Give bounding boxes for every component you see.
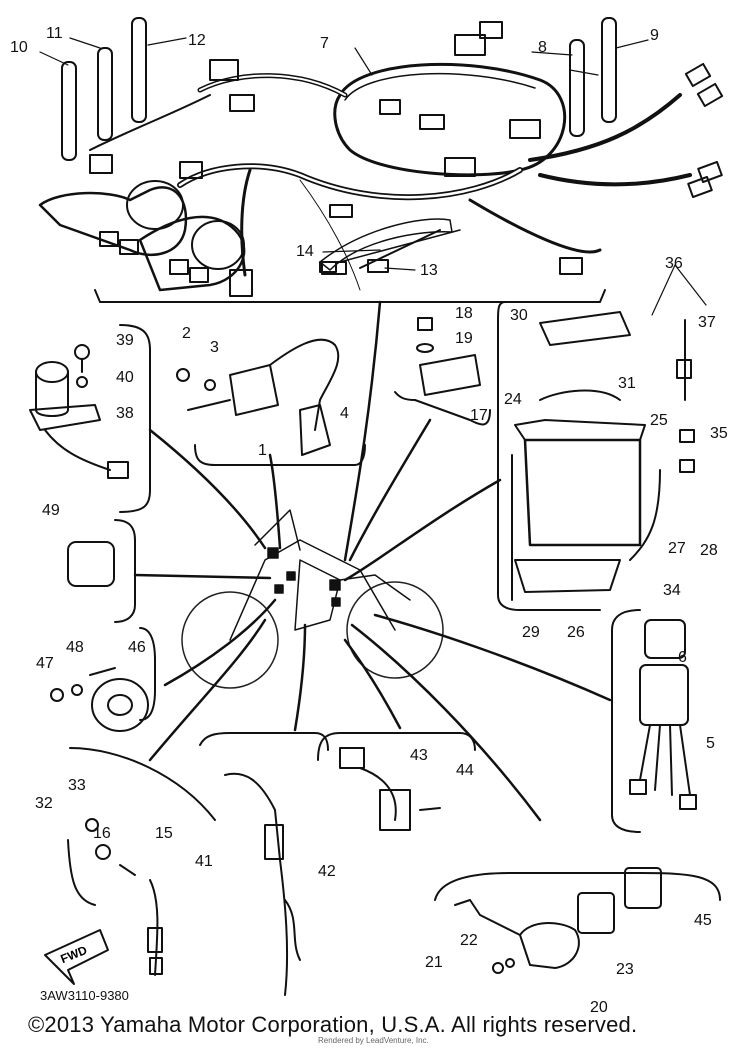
callout-11: 11 [46,25,63,42]
callout-1: 1 [258,442,267,459]
callout-13: 13 [420,262,438,279]
callout-17: 17 [470,407,488,424]
callout-3: 3 [210,339,219,356]
flasher-relay-illustration [67,541,115,587]
callout-9: 9 [650,27,659,44]
callout-34: 34 [663,582,681,599]
callout-24: 24 [504,391,522,408]
callout-48: 48 [66,639,84,656]
rectifier-illustration [416,317,481,396]
forward-direction-arrow-icon [44,929,109,985]
callout-49: 49 [42,502,60,519]
main-switch-illustration [29,344,129,479]
callout-26: 26 [567,624,585,641]
wire-harness-illustration [38,17,724,297]
callout-numbers: 10 11 12 7 8 9 14 13 2 3 4 1 18 19 17 30… [10,25,728,1016]
callout-44: 44 [456,762,474,779]
callout-33: 33 [68,777,86,794]
ignition-coil-illustration [176,338,340,456]
copyright-notice: ©2013 Yamaha Motor Corporation, U.S.A. A… [28,1012,638,1037]
neutral-switch-illustration [67,818,163,976]
callout-39: 39 [116,332,134,349]
callout-42: 42 [318,863,336,880]
rendered-by-note: Rendered by LeadVenture, Inc. [318,1036,429,1045]
callout-47: 47 [36,655,54,672]
callout-leaders [39,37,707,316]
callout-21: 21 [425,954,443,971]
relay-illustration [629,619,697,810]
callout-31: 31 [618,375,636,392]
callout-40: 40 [116,369,134,386]
callout-32: 32 [35,795,53,812]
callout-23: 23 [616,961,634,978]
callout-19: 19 [455,330,473,347]
leader-lines [133,300,612,822]
callout-12: 12 [188,32,206,49]
callout-4: 4 [340,405,349,422]
callout-5: 5 [706,735,715,752]
callout-14: 14 [296,243,314,260]
battery-illustration [511,311,695,601]
callout-8: 8 [538,39,547,56]
part-code: 3AW3110-9380 [40,988,129,1003]
horn-illustration [50,667,149,732]
callout-30: 30 [510,307,528,324]
callout-22: 22 [460,932,478,949]
callout-45: 45 [694,912,712,929]
callout-29: 29 [522,624,540,641]
callout-25: 25 [650,412,668,429]
callout-20: 20 [590,999,608,1016]
callout-27: 27 [668,540,686,557]
callout-6: 6 [678,649,687,666]
callout-43: 43 [410,747,428,764]
callout-15: 15 [155,825,173,842]
callout-36: 36 [665,255,683,272]
callout-16: 16 [93,825,111,842]
callout-38: 38 [116,405,134,422]
callout-18: 18 [455,305,473,322]
callout-10: 10 [10,39,28,56]
sensor-lead-illustration [224,772,301,996]
callout-35: 35 [710,425,728,442]
callout-37: 37 [698,314,716,331]
starter-relay-illustration [454,867,662,974]
callout-28: 28 [700,542,718,559]
callout-2: 2 [182,325,191,342]
motorcycle-silhouette [181,509,444,689]
callout-7: 7 [320,35,329,52]
callout-46: 46 [128,639,146,656]
switch-44-illustration [339,747,441,831]
callout-41: 41 [195,853,213,870]
